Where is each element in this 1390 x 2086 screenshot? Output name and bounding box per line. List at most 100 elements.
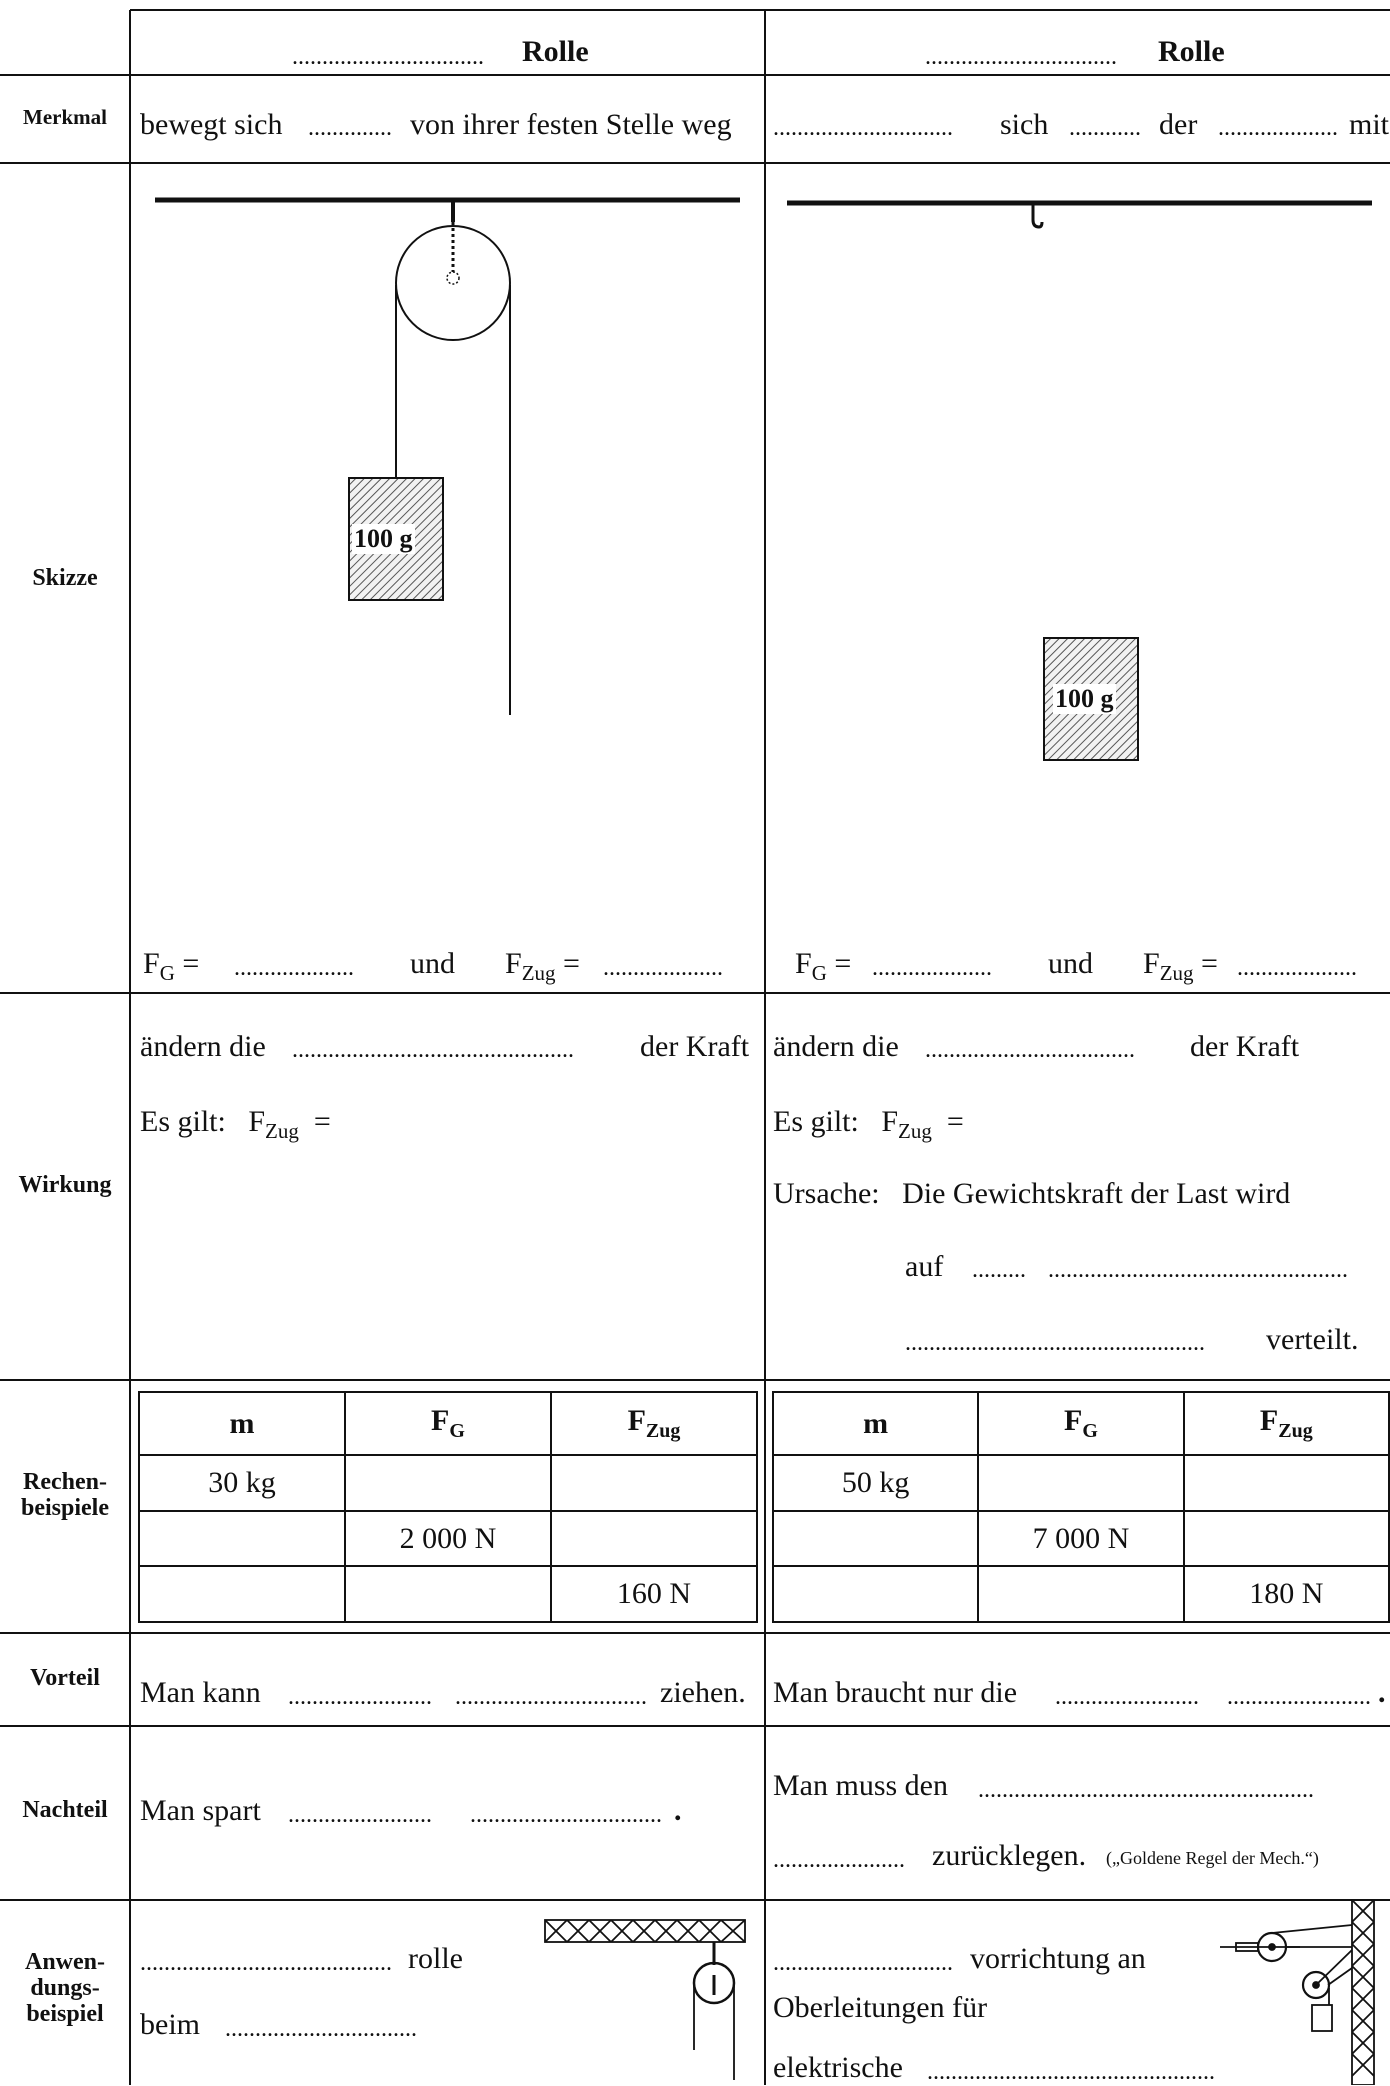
nachteil-right-l2c: („Goldene Regel der Mech.“) <box>1106 1848 1319 1868</box>
vorteil-right-b: . <box>1378 1676 1386 1709</box>
skizze-right-und: und <box>1048 947 1093 980</box>
skizze-left-fg: FG = <box>143 947 200 985</box>
tensioning-device-icon <box>1220 1899 1375 2085</box>
wirkung-left-l2: Es gilt: FZug = <box>140 1105 331 1143</box>
fixed-pulley-sketch <box>155 197 740 715</box>
anwendung-right-l3-blank[interactable]: ........................................… <box>927 2059 1215 2085</box>
merkmal-right-text-b: der <box>1159 108 1198 141</box>
table-row: 160 N <box>138 1565 758 1623</box>
skizze-left-fzug: FZug = <box>505 947 580 985</box>
wirkung-right-l3: Ursache: Die Gewichtskraft der Last wird <box>773 1177 1291 1210</box>
nachteil-left-a: Man spart <box>140 1794 261 1827</box>
header-right-blank[interactable]: ................................ <box>925 44 1117 70</box>
skizze-left-fzug-blank[interactable]: .................... <box>603 955 723 981</box>
wirkung-right-l4a: auf <box>905 1250 944 1283</box>
anwendung-left-l1-blank[interactable]: ........................................… <box>140 1950 392 1976</box>
calc-cell[interactable] <box>977 1454 1185 1512</box>
row-label-anwend-2: dungs- <box>30 1975 100 2001</box>
wirkung-right-l5b: verteilt. <box>1266 1323 1359 1356</box>
vorteil-left-blank-1[interactable]: ........................ <box>288 1684 432 1710</box>
table-row: 7 000 N <box>771 1509 1390 1568</box>
calc-cell[interactable] <box>550 1454 758 1512</box>
vorteil-right-blank-2[interactable]: ........................ <box>1227 1684 1371 1710</box>
anwendung-right-l1-blank[interactable]: .............................. <box>773 1950 953 1976</box>
merkmal-right-blank-1[interactable]: .............................. <box>773 115 953 141</box>
calc-cell[interactable] <box>1182 1454 1390 1512</box>
row-label-nachteil: Nachteil <box>22 1797 108 1823</box>
nachteil-right-l1a: Man muss den <box>773 1769 948 1802</box>
nachteil-left-blank-1[interactable]: ........................ <box>288 1802 432 1828</box>
row-label-anwend-1: Anwen- <box>24 1949 105 1975</box>
pulley-axle <box>446 271 460 285</box>
calc-cell[interactable] <box>550 1509 758 1568</box>
calc-cell[interactable] <box>138 1509 346 1568</box>
merkmal-left-text-b: von ihrer festen Stelle weg <box>410 108 732 141</box>
anwendung-left-l2-blank[interactable]: ................................ <box>225 2016 417 2042</box>
row-label-rechen-2: beispiele <box>21 1495 109 1521</box>
calc-cell[interactable] <box>771 1565 980 1623</box>
header-left-word: Rolle <box>522 35 589 68</box>
calc-cell[interactable] <box>977 1565 1185 1623</box>
header-right-word: Rolle <box>1158 35 1225 68</box>
table-row: 2 000 N <box>138 1509 758 1568</box>
wirkung-right-l5-blank[interactable]: ........................................… <box>905 1330 1205 1356</box>
table-row: 30 kg <box>138 1454 758 1512</box>
calc-cell[interactable] <box>344 1454 552 1512</box>
calc-cell: 160 N <box>550 1565 758 1623</box>
row-label-anwend-3: beispiel <box>26 2001 104 2027</box>
wirkung-left-l1a: ändern die <box>140 1030 266 1063</box>
skizze-right-fg: FG = <box>795 947 852 985</box>
pulley-wheel <box>395 225 511 341</box>
calc-header-cell: m <box>771 1390 980 1457</box>
wirkung-right-l4-blank-2[interactable]: ........................................… <box>1048 1257 1348 1283</box>
vorteil-right-blank-1[interactable]: ........................ <box>1055 1684 1199 1710</box>
table-row: 50 kg <box>771 1454 1390 1512</box>
anwendung-left-l2a: beim <box>140 2008 200 2041</box>
calc-cell[interactable] <box>1182 1509 1390 1568</box>
nachteil-right-l1-blank[interactable]: ........................................… <box>978 1777 1314 1803</box>
merkmal-right-blank-3[interactable]: .................... <box>1218 115 1338 141</box>
wirkung-right-l2: Es gilt: FZug = <box>773 1105 964 1143</box>
row-label-rechen-1: Rechen- <box>23 1469 107 1495</box>
merkmal-left-blank[interactable]: .............. <box>308 115 392 141</box>
wirkung-right-l1a: ändern die <box>773 1030 899 1063</box>
vorteil-left-blank-2[interactable]: ................................ <box>455 1684 647 1710</box>
anwendung-right-l3a: elektrische <box>773 2051 903 2084</box>
wirkung-left-l1-blank[interactable]: ........................................… <box>292 1037 574 1063</box>
merkmal-right-text-a: sich <box>1000 108 1049 141</box>
vorteil-left-b: ziehen. <box>660 1676 746 1709</box>
row-label-skizze: Skizze <box>32 565 98 591</box>
skizze-left-fg-blank[interactable]: .................... <box>234 955 354 981</box>
vorteil-right-a: Man braucht nur die <box>773 1676 1018 1709</box>
wirkung-right-l1b: der Kraft <box>1190 1030 1300 1063</box>
calc-cell[interactable] <box>138 1565 346 1623</box>
skizze-right-fg-blank[interactable]: .................... <box>872 955 992 981</box>
nachteil-left-blank-2[interactable]: ................................ <box>470 1802 662 1828</box>
nachteil-right-l2-blank[interactable]: ...................... <box>773 1847 905 1873</box>
anwendung-right-l2: Oberleitungen für <box>773 1991 988 2024</box>
skizze-right-fzug-blank[interactable]: .................... <box>1237 955 1357 981</box>
crane-icon <box>544 1919 746 2080</box>
weight-label-right: 100 g <box>1053 684 1116 714</box>
wirkung-right-l4-blank-1[interactable]: ......... <box>972 1257 1026 1283</box>
calc-cell: 50 kg <box>771 1454 980 1512</box>
ceiling-hook <box>1031 203 1044 229</box>
wirkung-right-l1-blank[interactable]: ................................... <box>925 1037 1135 1063</box>
merkmal-right-blank-2[interactable]: ............ <box>1069 115 1141 141</box>
merkmal-left-text-a: bewegt sich <box>140 108 283 141</box>
row-label-wirkung: Wirkung <box>18 1172 112 1198</box>
calc-cell[interactable] <box>771 1509 980 1568</box>
header-left-blank[interactable]: ................................ <box>292 44 484 70</box>
calc-cell: 7 000 N <box>977 1509 1185 1568</box>
calc-cell[interactable] <box>344 1565 552 1623</box>
calc-header-cell: FZug <box>550 1390 758 1457</box>
vorteil-left-a: Man kann <box>140 1676 261 1709</box>
loose-pulley-sketch <box>787 200 1372 229</box>
row-label-merkmal: Merkmal <box>23 105 107 129</box>
